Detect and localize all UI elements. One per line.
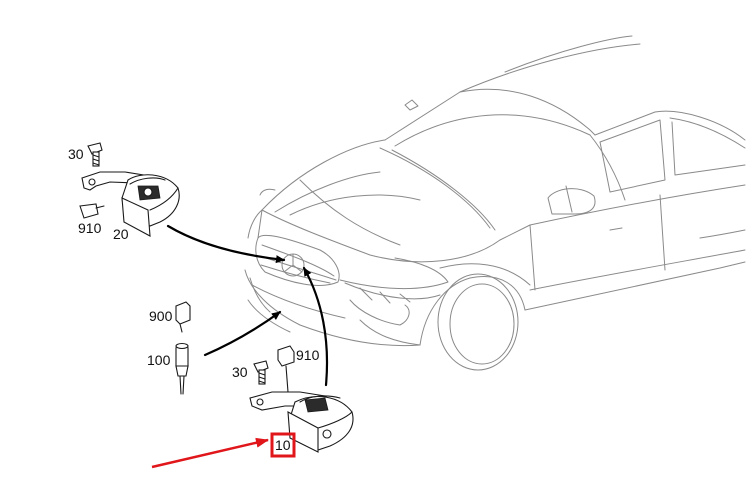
callout-20: 20	[113, 226, 129, 242]
highlight-annotation	[151, 432, 296, 469]
callout-900: 900	[149, 308, 173, 324]
horn-assembly-top	[79, 142, 180, 237]
horn-assembly-bottom	[249, 345, 354, 453]
bolt-icon	[87, 142, 103, 167]
callout-30-bottom: 30	[232, 364, 248, 380]
sensor-part	[175, 301, 191, 395]
assembly-arrows	[166, 224, 329, 387]
bolt-icon	[253, 360, 269, 385]
callout-30-top: 30	[68, 146, 84, 162]
callout-10: 10	[275, 437, 291, 453]
callout-910-bottom: 910	[296, 347, 320, 363]
car-outline	[244, 35, 746, 371]
callout-910-top: 910	[78, 220, 102, 236]
highlight-box	[270, 432, 296, 458]
callout-100: 100	[147, 352, 171, 368]
